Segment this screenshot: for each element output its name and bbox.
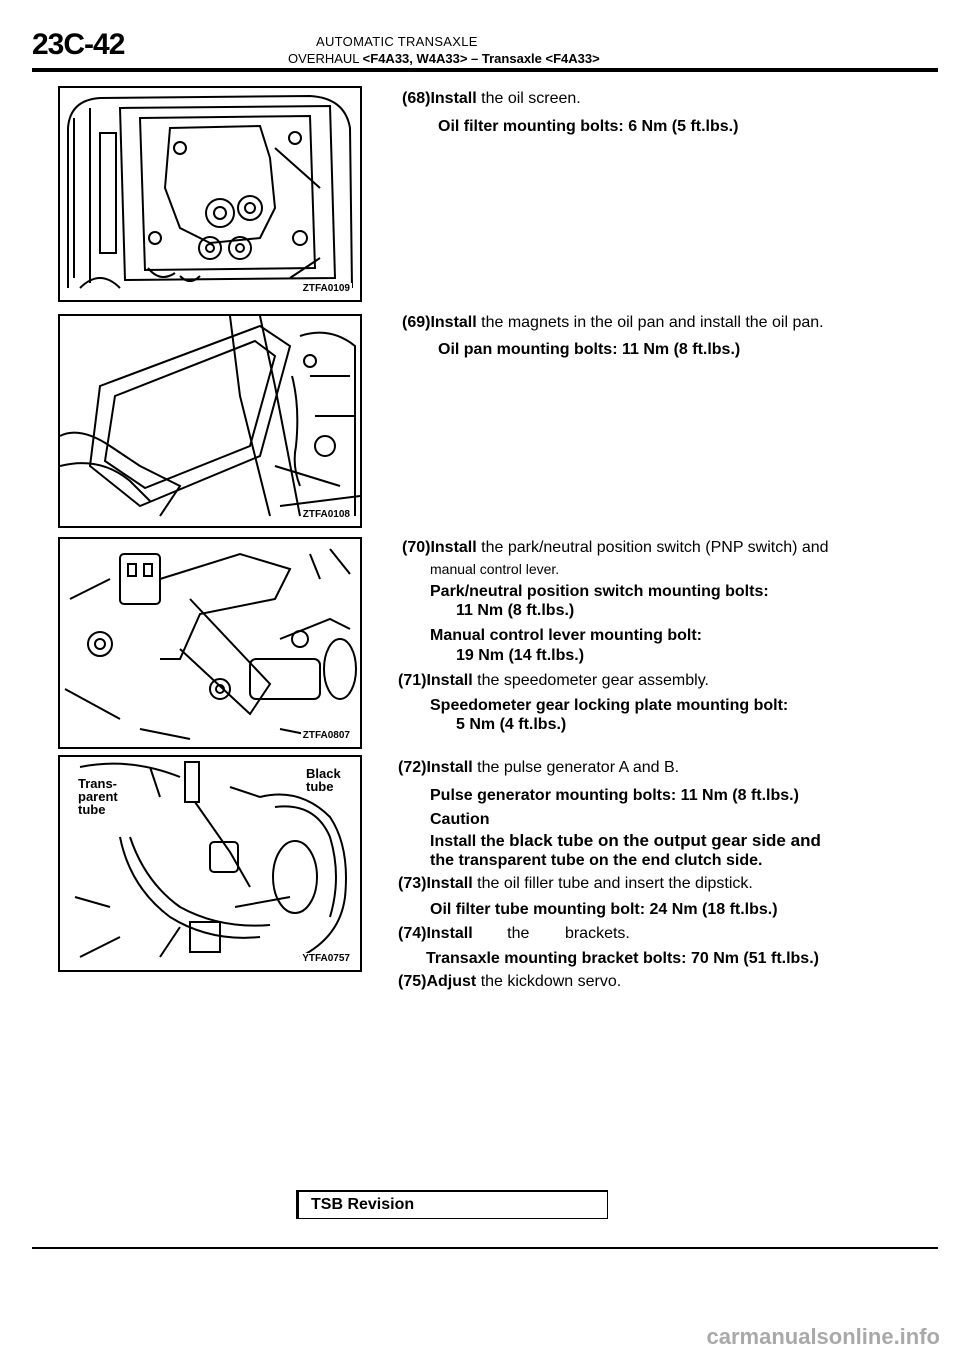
- spec-70-lever: Manual control lever mounting bolt:: [430, 627, 702, 644]
- step-text: the pulse generator A and B.: [477, 759, 680, 776]
- oil-pan-illustration: [60, 316, 360, 517]
- caution-lead: Install the: [430, 833, 505, 850]
- step-72: (72)Install the pulse generator A and B.: [398, 759, 679, 777]
- header-rule: [32, 68, 938, 72]
- step-number: (69)Install: [402, 314, 477, 331]
- step-70: (70)Install the park/neutral position sw…: [402, 539, 829, 557]
- spec-70-pnp: Park/neutral position switch mounting bo…: [430, 583, 769, 600]
- step-73: (73)Install the oil filler tube and inse…: [398, 875, 753, 893]
- section-subtitle: OVERHAUL <F4A33, W4A33> – Transaxle <F4A…: [288, 51, 600, 66]
- step-71: (71)Install the speedometer gear assembl…: [398, 672, 709, 690]
- section-title: AUTOMATIC TRANSAXLE: [316, 34, 478, 49]
- tsb-revision-label: TSB Revision: [311, 1196, 415, 1213]
- step-number: (71)Install: [398, 672, 473, 689]
- step-68: (68)Install the oil screen.: [402, 90, 581, 108]
- figure-oil-screen: ZTFA0109: [58, 86, 362, 302]
- spec-70-lever-value: 19 Nm (14 ft.lbs.): [456, 647, 585, 664]
- step-text: the speedometer gear assembly.: [477, 672, 709, 689]
- tsb-revision-box: TSB Revision: [296, 1190, 608, 1219]
- callout-transparent-tube: Trans- parent tube: [78, 776, 118, 817]
- spec-68: Oil filter mounting bolts: 6 Nm (5 ft.lb…: [438, 118, 739, 135]
- step-number: (68)Install: [402, 90, 477, 107]
- figure-pnp-switch: ZTFA0807: [58, 537, 362, 749]
- spec-72: Pulse generator mounting bolts: 11 Nm (8…: [430, 787, 799, 804]
- step-text: the magnets in the oil pan and install t…: [481, 314, 824, 331]
- spec-71-value: 5 Nm (4 ft.lbs.): [456, 716, 567, 733]
- oil-screen-illustration: [67, 94, 353, 289]
- step-74: (74)Install the brackets.: [398, 925, 630, 943]
- callout-black-tube: Black tube: [306, 766, 341, 794]
- step-text: the oil filler tube and insert the dipst…: [477, 875, 753, 892]
- spec-69: Oil pan mounting bolts: 11 Nm (8 ft.lbs.…: [438, 341, 741, 358]
- subtitle-prefix: OVERHAUL: [288, 51, 360, 66]
- step-number: (70)Install: [402, 539, 477, 556]
- watermark: carmanualsonline.info: [706, 1324, 941, 1349]
- step-75: (75)Adjust the kickdown servo.: [398, 973, 621, 991]
- step-number: (72)Install: [398, 759, 473, 776]
- figure-caption: ZTFA0807: [300, 730, 352, 741]
- step-text: the park/neutral position switch (PNP sw…: [481, 539, 829, 556]
- caution-title: Caution: [430, 811, 490, 828]
- figure-caption: ZTFA0109: [300, 283, 352, 294]
- spec-73: Oil filter tube mounting bolt: 24 Nm (18…: [430, 901, 778, 918]
- figure-caption: YTFA0757: [300, 953, 352, 964]
- spec-74: Transaxle mounting bracket bolts: 70 Nm …: [426, 950, 819, 967]
- caution-line-2: the transparent tube on the end clutch s…: [430, 852, 763, 869]
- spec-70-pnp-value: 11 Nm (8 ft.lbs.): [456, 602, 575, 619]
- step-number: (74)Install: [398, 925, 473, 942]
- step-number: (75)Adjust: [398, 973, 477, 990]
- footer-rule: [32, 1247, 938, 1249]
- subtitle-models: <F4A33, W4A33> – Transaxle <F4A33>: [362, 51, 600, 66]
- figure-caption: ZTFA0108: [300, 509, 352, 520]
- figure-pulse-generator: Trans- parent tube Black tube YTFA0757: [58, 755, 362, 972]
- figure-oil-pan: ZTFA0108: [58, 314, 362, 528]
- step-number: (73)Install: [398, 875, 473, 892]
- step-text: the kickdown servo.: [480, 973, 622, 990]
- caution-line-1: Install the black tube on the output gea…: [430, 831, 821, 851]
- caution-rest: black tube on the output gear side and: [509, 831, 821, 850]
- step-text: the brackets.: [507, 925, 630, 942]
- pulse-generator-illustration: [74, 761, 347, 958]
- step-text: the oil screen.: [481, 90, 581, 107]
- page-code: 23C-42: [32, 28, 125, 61]
- step-69: (69)Install the magnets in the oil pan a…: [402, 314, 824, 332]
- spec-71: Speedometer gear locking plate mounting …: [430, 697, 789, 714]
- pnp-switch-illustration: [64, 548, 357, 740]
- step-70-continued: manual control lever.: [430, 561, 560, 577]
